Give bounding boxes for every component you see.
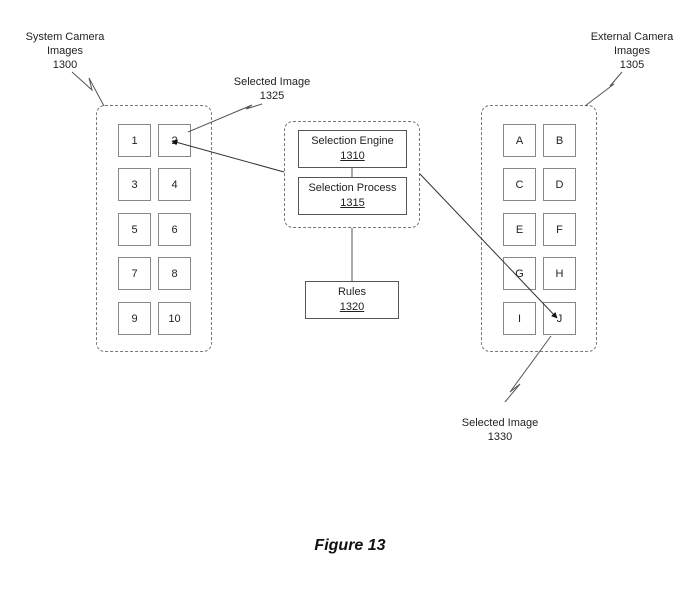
- rules-title: Rules: [337, 286, 367, 298]
- external-image-cell[interactable]: I: [503, 302, 536, 335]
- selection-process-title: Selection Process: [308, 182, 397, 194]
- selected-image-1330-text: Selected Image: [461, 417, 539, 429]
- system-image-cell[interactable]: 8: [158, 257, 191, 290]
- selected-image-1330-label: Selected Image 1330: [450, 416, 550, 444]
- system-image-cell[interactable]: 9: [118, 302, 151, 335]
- external-image-cell[interactable]: D: [543, 168, 576, 201]
- selected-image-1325-ref: 1325: [259, 90, 285, 102]
- system-camera-images-label: System Camera Images 1300: [10, 30, 120, 72]
- system-camera-images-group: 1 2 3 4 5 6 7 8 9 10: [96, 105, 212, 352]
- external-camera-ref: 1305: [619, 59, 645, 71]
- selected-image-1325-label: Selected Image 1325: [222, 75, 322, 103]
- system-image-cell[interactable]: 2: [158, 124, 191, 157]
- system-image-cell[interactable]: 4: [158, 168, 191, 201]
- figure-caption: Figure 13: [314, 537, 386, 554]
- external-camera-label-line2: Images: [613, 45, 651, 57]
- leader-system-camera: [71, 71, 105, 107]
- system-camera-label-line1: System Camera: [25, 31, 105, 43]
- rules-box[interactable]: Rules 1320: [305, 281, 399, 319]
- external-image-cell[interactable]: E: [503, 213, 536, 246]
- system-camera-label-line2: Images: [46, 45, 84, 57]
- selected-image-1330-ref: 1330: [487, 431, 513, 443]
- system-camera-ref: 1300: [52, 59, 78, 71]
- leader-external-camera: [584, 71, 623, 107]
- external-image-cell[interactable]: J: [543, 302, 576, 335]
- system-image-cell[interactable]: 3: [118, 168, 151, 201]
- external-image-cell[interactable]: B: [543, 124, 576, 157]
- selection-process-ref: 1315: [340, 197, 365, 209]
- system-image-cell[interactable]: 7: [118, 257, 151, 290]
- system-image-cell[interactable]: 10: [158, 302, 191, 335]
- external-image-cell[interactable]: C: [503, 168, 536, 201]
- system-image-cell[interactable]: 5: [118, 213, 151, 246]
- selected-image-1325-text: Selected Image: [233, 76, 311, 88]
- selection-group: [284, 121, 420, 228]
- external-image-cell[interactable]: G: [503, 257, 536, 290]
- external-camera-images-group: A B C D E F G H I J: [481, 105, 597, 352]
- external-image-cell[interactable]: H: [543, 257, 576, 290]
- external-image-cell[interactable]: F: [543, 213, 576, 246]
- selection-engine-title: Selection Engine: [311, 135, 394, 147]
- system-image-cell[interactable]: 1: [118, 124, 151, 157]
- rules-ref: 1320: [339, 301, 365, 313]
- selection-engine-box[interactable]: Selection Engine 1310: [298, 130, 407, 168]
- system-image-cell[interactable]: 6: [158, 213, 191, 246]
- external-camera-images-label: External Camera Images 1305: [572, 30, 692, 72]
- selection-engine-ref: 1310: [340, 150, 365, 162]
- external-image-cell[interactable]: A: [503, 124, 536, 157]
- external-camera-label-line1: External Camera: [590, 31, 674, 43]
- selection-process-box[interactable]: Selection Process 1315: [298, 177, 407, 215]
